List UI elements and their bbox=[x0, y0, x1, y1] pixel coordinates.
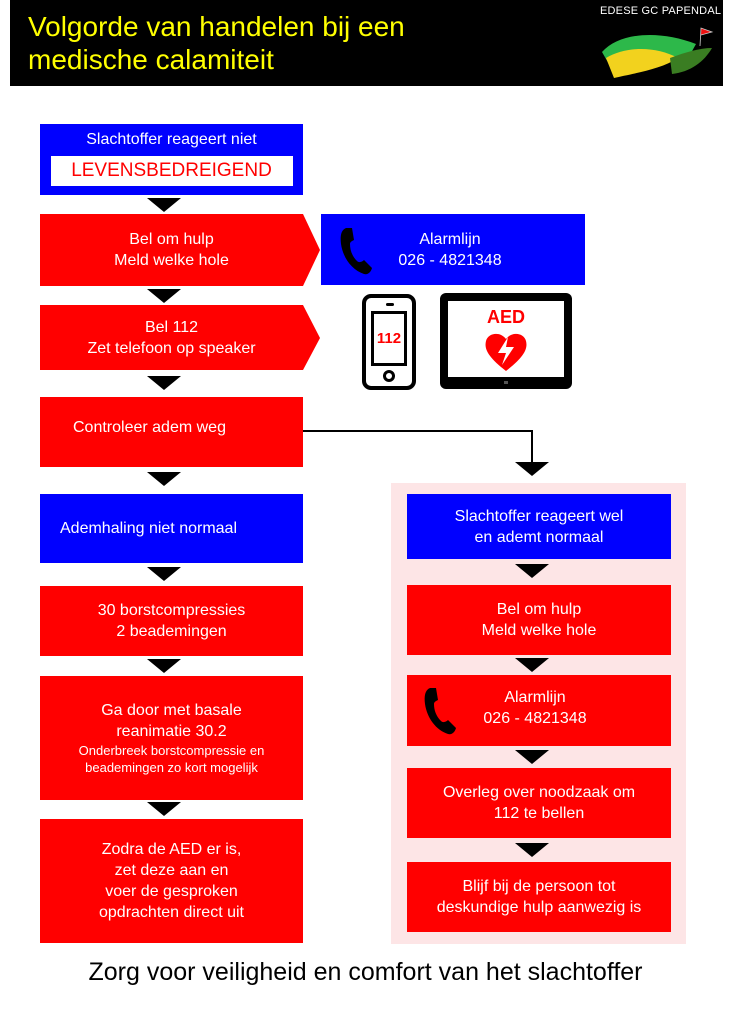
step-call-112: Bel 112 Zet telefoon op speaker bbox=[40, 305, 303, 370]
arrow-down bbox=[147, 659, 181, 673]
step-call-help-shape bbox=[40, 214, 320, 286]
phone-speaker bbox=[386, 303, 394, 306]
step-responds-normal-line1: Slachtoffer reageert wel bbox=[454, 507, 624, 525]
title-line-2: medische calamiteit bbox=[28, 44, 274, 75]
step-compressions: 30 borstcompressies 2 beademingen bbox=[40, 586, 303, 656]
title-line-1: Volgorde van handelen bij een bbox=[28, 11, 405, 42]
step-stay-with-person-line2: deskundige hulp aanwezig is bbox=[436, 899, 642, 916]
page-title: Volgorde van handelen bij een medische c… bbox=[28, 10, 405, 76]
step-right-alarm-text: Alarmlijn 026 - 4821348 bbox=[465, 675, 605, 741]
arrow-down bbox=[147, 376, 181, 390]
arrow-down bbox=[147, 802, 181, 816]
step-use-aed-line3: voer de gesproken bbox=[105, 883, 238, 900]
step-no-response-text: Slachtoffer reageert niet bbox=[86, 131, 257, 148]
alarm-line-text: Alarmlijn 026 - 4821348 bbox=[380, 214, 520, 285]
step-no-response: Slachtoffer reageert niet LEVENSBEDREIGE… bbox=[40, 124, 303, 195]
step-call-112-line1: Bel 112 bbox=[144, 318, 199, 336]
step-responds-normal-line2: en ademt normaal bbox=[474, 528, 604, 546]
alarm-line-label: Alarmlijn bbox=[419, 230, 481, 248]
step-breathing-abnormal-text: Ademhaling niet normaal bbox=[60, 520, 237, 537]
step-consult-112-line1: Overleg over noodzaak om bbox=[442, 784, 636, 801]
step-use-aed-line4: opdrachten direct uit bbox=[99, 904, 244, 921]
connector-vertical bbox=[531, 430, 533, 462]
step-stay-with-person: Blijf bij de persoon tot deskundige hulp… bbox=[407, 862, 671, 932]
arrow-down bbox=[147, 472, 181, 486]
arrow-down bbox=[147, 289, 181, 303]
step-right-call-help-line2: Meld welke hole bbox=[481, 622, 597, 639]
life-threatening-badge: LEVENSBEDREIGEND bbox=[50, 156, 293, 186]
golf-logo bbox=[602, 27, 714, 78]
step-continue-cpr: Ga door met basale reanimatie 30.2 Onder… bbox=[40, 676, 303, 800]
step-continue-cpr-line4: beademingen zo kort mogelijk bbox=[85, 760, 258, 775]
step-use-aed-line1: Zodra de AED er is, bbox=[101, 841, 242, 858]
step-use-aed: Zodra de AED er is, zet deze aan en voer… bbox=[40, 819, 303, 943]
step-right-alarm-number: 026 - 4821348 bbox=[483, 710, 587, 727]
arrow-down bbox=[147, 567, 181, 581]
step-check-airway-text: Controleer adem weg bbox=[73, 418, 226, 436]
phone-number-112: 112 bbox=[376, 330, 402, 347]
phone-home-button bbox=[383, 370, 395, 382]
step-call-help: Bel om hulp Meld welke hole bbox=[40, 214, 303, 286]
step-use-aed-line2: zet deze aan en bbox=[114, 862, 229, 879]
step-call-112-shape bbox=[40, 305, 320, 370]
arrow-down bbox=[515, 843, 549, 857]
step-right-alarm-line bbox=[407, 675, 671, 746]
step-consult-112-line2: 112 te bellen bbox=[493, 805, 585, 822]
step-continue-cpr-line3: Onderbreek borstcompressie en bbox=[78, 743, 265, 758]
step-right-alarm-label: Alarmlijn bbox=[504, 689, 566, 706]
brand-name: EDESE GC PAPENDAL bbox=[600, 5, 722, 17]
phone-icon bbox=[424, 688, 456, 735]
connector-horizontal bbox=[303, 430, 533, 432]
step-stay-with-person-line1: Blijf bij de persoon tot bbox=[462, 878, 616, 895]
step-consult-112: Overleg over noodzaak om 112 te bellen bbox=[407, 768, 671, 838]
heart-bolt-icon bbox=[485, 333, 527, 371]
footer-text: Zorg voor veiligheid en comfort van het … bbox=[88, 958, 643, 986]
step-right-call-help: Bel om hulp Meld welke hole bbox=[407, 585, 671, 655]
step-compressions-line1: 30 borstcompressies bbox=[97, 602, 246, 619]
step-check-airway: Controleer adem weg bbox=[40, 397, 303, 467]
step-breathing-abnormal: Ademhaling niet normaal bbox=[40, 494, 303, 563]
arrow-down bbox=[515, 750, 549, 764]
header-bar bbox=[10, 0, 723, 86]
aed-label: AED bbox=[486, 307, 525, 327]
arrow-down bbox=[147, 198, 181, 212]
phone-icon bbox=[340, 228, 372, 275]
mobile-phone-icon: 112 bbox=[362, 294, 416, 390]
step-call-112-line2: Zet telefoon op speaker bbox=[87, 339, 256, 357]
phone-screen: 112 bbox=[371, 311, 407, 366]
aed-screen: AED bbox=[448, 301, 564, 377]
step-continue-cpr-line1: Ga door met basale bbox=[101, 702, 242, 719]
step-call-help-line2: Meld welke hole bbox=[114, 252, 229, 269]
tablet-button bbox=[504, 381, 508, 384]
arrow-down bbox=[515, 462, 549, 476]
arrow-down bbox=[515, 658, 549, 672]
arrow-down bbox=[515, 564, 549, 578]
alarm-line-number: 026 - 4821348 bbox=[398, 251, 502, 269]
step-call-help-line1: Bel om hulp bbox=[129, 231, 214, 248]
step-compressions-line2: 2 beademingen bbox=[116, 623, 227, 640]
aed-tablet-icon: AED bbox=[440, 293, 572, 389]
step-continue-cpr-line2: reanimatie 30.2 bbox=[116, 723, 227, 740]
step-right-call-help-line1: Bel om hulp bbox=[496, 601, 582, 618]
step-responds-normal: Slachtoffer reageert wel en ademt normaa… bbox=[407, 494, 671, 559]
